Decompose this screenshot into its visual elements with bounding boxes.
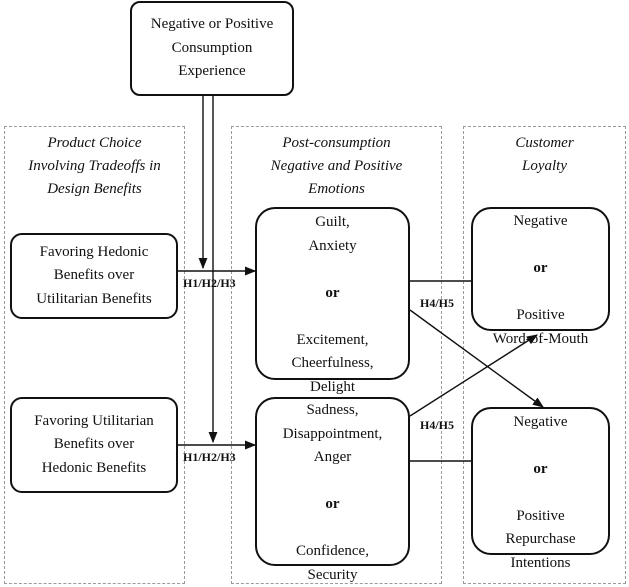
repurchase-positive: Positive Repurchase Intentions — [505, 507, 576, 571]
repurchase-negative: Negative — [513, 413, 568, 430]
wom-or: or — [533, 260, 548, 277]
repurchase-or: or — [533, 460, 548, 477]
node-utilitarian-choice: Favoring Utilitarian Benefits over Hedon… — [10, 397, 178, 493]
utilitarian-emotions-positive: Confidence, Security — [296, 543, 369, 583]
wom-negative: Negative — [513, 213, 568, 230]
node-hedonic-choice-text: Favoring Hedonic Benefits over Utilitari… — [36, 243, 152, 307]
node-hedonic-choice: Favoring Hedonic Benefits over Utilitari… — [10, 233, 178, 319]
node-consumption-experience: Negative or Positive Consumption Experie… — [130, 1, 294, 96]
edge-label-h45-top: H4/H5 — [420, 296, 455, 310]
node-utilitarian-emotions: Sadness, Disappointment, Anger or Confid… — [255, 397, 410, 583]
group-emotions: Post-consumption Negative and Positive E… — [231, 126, 442, 584]
group-product-choice: Product Choice Involving Tradeoffs in De… — [4, 126, 185, 584]
node-word-of-mouth: Negative or Positive Word-of-Mouth — [471, 207, 610, 347]
hedonic-emotions-or: or — [325, 284, 340, 301]
node-repurchase-intentions: Negative or Positive Repurchase Intentio… — [471, 407, 610, 571]
node-consumption-experience-text: Negative or Positive Consumption Experie… — [150, 16, 274, 80]
node-hedonic-emotions: Guilt, Anxiety or Excitement, Cheerfulne… — [255, 207, 410, 395]
utilitarian-emotions-negative: Sadness, Disappointment, Anger — [282, 402, 383, 466]
wom-positive: Positive Word-of-Mouth — [492, 307, 589, 347]
node-utilitarian-choice-text: Favoring Utilitarian Benefits over Hedon… — [34, 412, 154, 476]
edge-label-h123-top: H1/H2/H3 — [183, 276, 236, 290]
group-product-choice-title: Product Choice Involving Tradeoffs in De… — [28, 135, 161, 197]
group-emotions-title: Post-consumption Negative and Positive E… — [270, 135, 403, 197]
edge-utilitarian-emotions-to-wom — [409, 334, 538, 417]
group-loyalty: Customer Loyalty — [463, 126, 626, 584]
edge-label-h45-bottom: H4/H5 — [420, 418, 455, 432]
hedonic-emotions-negative: Guilt, Anxiety — [308, 214, 357, 254]
edge-label-h123-bottom: H1/H2/H3 — [183, 450, 236, 464]
group-loyalty-title: Customer Loyalty — [515, 135, 574, 174]
edge-hedonic-emotions-to-repurchase — [409, 309, 544, 408]
hedonic-emotions-positive: Excitement, Cheerfulness, Delight — [291, 331, 374, 395]
utilitarian-emotions-or: or — [325, 496, 340, 513]
